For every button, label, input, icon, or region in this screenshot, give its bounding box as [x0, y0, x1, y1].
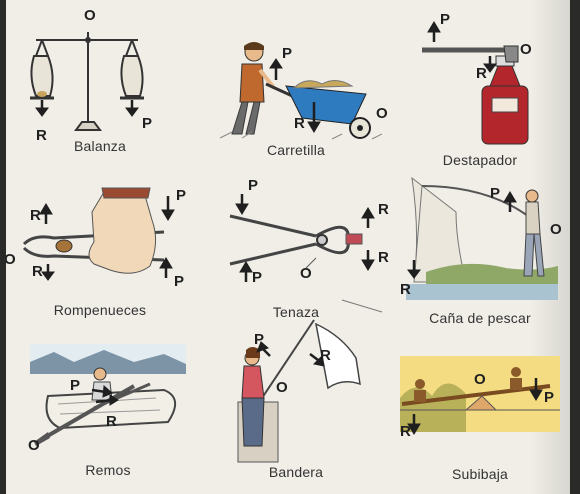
diagram-caption: Destapador	[442, 152, 518, 168]
rompenueces-diagram: R R P P O Rompenueces	[6, 172, 202, 336]
textbook-page: O R P Balanza P R O Carretilla	[6, 0, 570, 494]
destapador-diagram: P O R Destapador	[386, 6, 570, 170]
fulcrum-label: O	[276, 379, 288, 396]
balanza-illustration	[30, 32, 144, 131]
cana-de-pescar-illustration	[406, 176, 558, 300]
subibaja-illustration	[400, 356, 560, 435]
fulcrum-label: O	[474, 371, 486, 388]
fulcrum-label: O	[84, 7, 96, 24]
tenaza-diagram: P P R R O Tenaza	[202, 172, 390, 336]
diagram-caption: Remos	[85, 462, 131, 478]
diagram-caption: Carretilla	[266, 142, 325, 158]
subibaja-diagram: O P R Subibaja	[386, 338, 570, 494]
fulcrum-label: O	[300, 265, 312, 282]
diagram-caption: Caña de pescar	[429, 310, 531, 326]
fulcrum-label: O	[6, 251, 16, 268]
destapador-illustration	[422, 21, 529, 145]
remos-diagram: P R O Remos	[14, 338, 202, 494]
force-label: P	[254, 331, 265, 348]
force-label-top: P	[176, 187, 187, 204]
fulcrum-label: O	[550, 221, 562, 238]
balanza-diagram: O R P Balanza	[18, 6, 206, 170]
diagram-caption: Balanza	[74, 138, 126, 154]
force-label: P	[440, 11, 451, 28]
resistance-label-top: R	[378, 201, 389, 218]
resistance-label: R	[294, 115, 305, 132]
force-label: P	[544, 389, 555, 406]
resistance-label: R	[400, 423, 411, 440]
cana-de-pescar-diagram: P O R Caña de pescar	[386, 172, 570, 336]
force-label: P	[490, 185, 501, 202]
carretilla-diagram: P R O Carretilla	[202, 6, 390, 170]
remos-illustration	[30, 344, 186, 446]
resistance-label: R	[400, 281, 411, 298]
force-label: P	[282, 45, 293, 62]
tenaza-illustration	[229, 194, 375, 282]
fulcrum-label: O	[28, 437, 40, 454]
resistance-label: R	[36, 127, 47, 144]
resistance-label: R	[320, 347, 331, 364]
force-label-bottom: P	[174, 273, 185, 290]
fulcrum-label: O	[520, 41, 532, 58]
bandera-diagram: P R O Bandera	[202, 299, 390, 482]
diagram-caption: Rompenueces	[53, 302, 147, 318]
resistance-label: R	[476, 65, 487, 82]
diagram-caption: Tenaza	[272, 304, 320, 320]
fulcrum-label: O	[376, 105, 388, 122]
force-label: P	[70, 377, 81, 394]
force-label-bottom: P	[252, 269, 263, 286]
resistance-label-bottom: R	[32, 263, 43, 280]
force-label: P	[142, 115, 153, 132]
bandera-illustration	[237, 299, 383, 463]
diagram-caption: Bandera	[268, 464, 324, 480]
diagram-caption: Subibaja	[451, 466, 509, 482]
resistance-label: R	[106, 413, 117, 430]
resistance-label-bottom: R	[378, 249, 389, 266]
carretilla-illustration	[219, 42, 383, 140]
force-label-top: P	[248, 177, 259, 194]
resistance-label-top: R	[30, 207, 41, 224]
rompenueces-illustration	[22, 187, 175, 281]
